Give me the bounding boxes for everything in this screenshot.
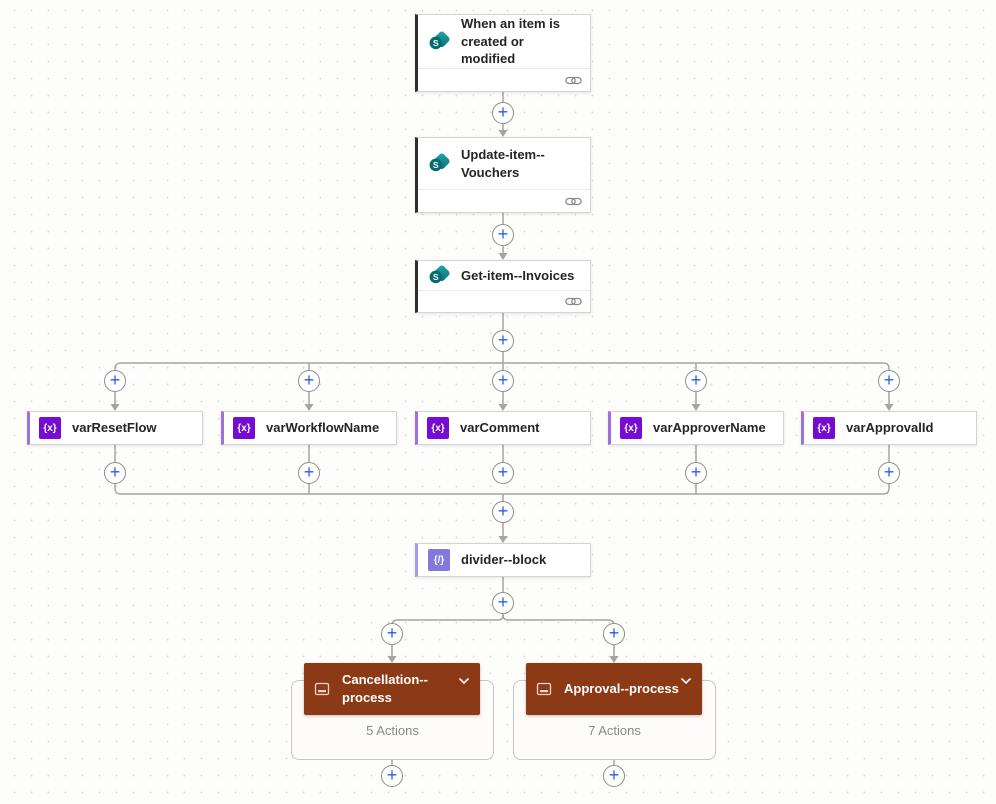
variable-label: varWorkflowName	[266, 420, 380, 436]
svg-text:S: S	[433, 159, 439, 169]
variable-card-varcomment[interactable]: {x} varComment	[415, 411, 591, 445]
scope-title: Approval--process	[564, 680, 679, 696]
insert-step-button[interactable]	[492, 102, 514, 124]
insert-step-button[interactable]	[685, 370, 707, 392]
trigger-title: When an item is created or modified	[461, 16, 560, 67]
insert-step-button[interactable]	[492, 462, 514, 484]
compose-icon: {/}	[428, 549, 450, 571]
trigger-card-footer	[418, 68, 590, 91]
variable-icon: {x}	[427, 417, 449, 439]
svg-text:S: S	[433, 271, 439, 281]
action-card-get-item-invoices[interactable]: S Get-item--Invoices	[415, 260, 591, 313]
insert-step-button[interactable]	[492, 370, 514, 392]
variable-card-body: {x} varResetFlow	[30, 412, 202, 444]
link-icon	[565, 297, 582, 306]
variable-label: varResetFlow	[72, 420, 157, 436]
action-card-divider-block[interactable]: {/} divider--block	[415, 543, 591, 577]
insert-step-button[interactable]	[104, 370, 126, 392]
action-card-footer	[418, 290, 590, 312]
divider-label: divider--block	[461, 552, 547, 568]
variable-card-body: {x} varComment	[418, 412, 590, 444]
action-card-body: S Update-item--Vouchers	[418, 138, 590, 189]
scope-title: Cancellation--process	[342, 671, 428, 705]
action-title: Get-item--Invoices	[461, 267, 575, 283]
variable-card-varworkflowname[interactable]: {x} varWorkflowName	[221, 411, 397, 445]
scope-card-cancellation-process[interactable]: Cancellation--process	[304, 663, 480, 715]
link-icon	[565, 76, 582, 84]
trigger-card-when-item-created-or-modified[interactable]: S When an item is created or modified	[415, 14, 591, 92]
variable-card-varapprovalid[interactable]: {x} varApprovalId	[801, 411, 977, 445]
action-title: Update-item--Vouchers	[461, 146, 545, 180]
variable-label: varApproverName	[653, 420, 766, 436]
scope-icon	[536, 682, 552, 696]
trigger-card-body: S When an item is created or modified	[418, 15, 590, 68]
scope-actions-count: 7 Actions	[588, 723, 641, 738]
variable-icon: {x}	[620, 417, 642, 439]
insert-step-button[interactable]	[492, 224, 514, 246]
insert-step-button[interactable]	[878, 462, 900, 484]
variable-card-varresetflow[interactable]: {x} varResetFlow	[27, 411, 203, 445]
variable-card-varapprovername[interactable]: {x} varApproverName	[608, 411, 784, 445]
insert-step-button[interactable]	[685, 462, 707, 484]
action-card-footer	[418, 189, 590, 212]
sharepoint-icon: S	[428, 31, 450, 53]
divider-card-body: {/} divider--block	[418, 544, 590, 576]
variable-label: varComment	[460, 420, 540, 436]
insert-step-button[interactable]	[298, 462, 320, 484]
insert-step-button[interactable]	[603, 623, 625, 645]
variable-icon: {x}	[39, 417, 61, 439]
scope-card-approval-process[interactable]: Approval--process	[526, 663, 702, 715]
insert-step-button[interactable]	[492, 592, 514, 614]
insert-step-button[interactable]	[381, 765, 403, 787]
variable-card-body: {x} varApprovalId	[804, 412, 976, 444]
scope-actions-count: 5 Actions	[366, 723, 419, 738]
variable-label: varApprovalId	[846, 420, 934, 436]
insert-step-button[interactable]	[381, 623, 403, 645]
insert-step-button[interactable]	[104, 462, 126, 484]
insert-step-button[interactable]	[492, 330, 514, 352]
scope-icon	[314, 682, 330, 696]
chevron-down-icon[interactable]	[458, 677, 470, 685]
action-card-update-item-vouchers[interactable]: S Update-item--Vouchers	[415, 137, 591, 213]
sharepoint-icon: S	[428, 153, 450, 175]
svg-text:S: S	[433, 37, 439, 47]
variable-icon: {x}	[813, 417, 835, 439]
sharepoint-icon: S	[428, 265, 450, 287]
variable-card-body: {x} varWorkflowName	[224, 412, 396, 444]
insert-step-button[interactable]	[878, 370, 900, 392]
insert-step-button[interactable]	[603, 765, 625, 787]
action-card-body: S Get-item--Invoices	[418, 261, 590, 290]
chevron-down-icon[interactable]	[680, 677, 692, 685]
insert-step-button[interactable]	[298, 370, 320, 392]
link-icon	[565, 197, 582, 205]
variable-card-body: {x} varApproverName	[611, 412, 783, 444]
insert-step-button[interactable]	[492, 501, 514, 523]
variable-icon: {x}	[233, 417, 255, 439]
